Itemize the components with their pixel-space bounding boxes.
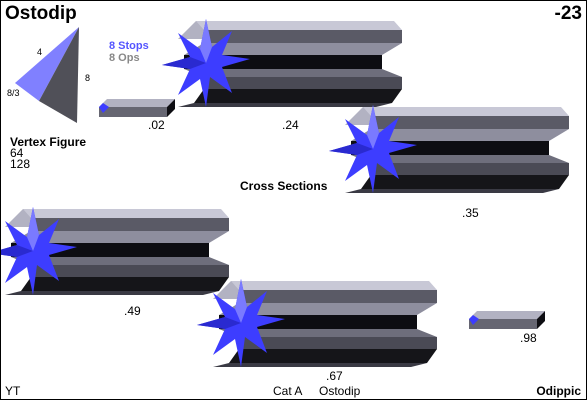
cross-section-098 xyxy=(469,311,545,329)
section-label-035: .35 xyxy=(462,206,479,220)
vertex-edge-label-left: 8/3 xyxy=(7,88,20,98)
section-label-024: .24 xyxy=(282,118,299,132)
cross-section-035 xyxy=(329,105,569,193)
footer-name: Ostodip xyxy=(319,384,361,398)
cross-sections-label: Cross Sections xyxy=(240,179,328,193)
vertex-value-2: 128 xyxy=(10,157,31,171)
vertex-edge-label-right: 8 xyxy=(85,73,91,83)
section-label-098: .98 xyxy=(520,331,537,345)
cross-section-002 xyxy=(99,99,175,117)
cross-section-067 xyxy=(197,279,437,367)
cross-section-049 xyxy=(1,207,229,295)
cross-section-024 xyxy=(162,19,402,107)
section-label-067: .67 xyxy=(326,369,343,383)
stops-count: 8 Stops xyxy=(109,40,149,52)
footer-right: Odippic xyxy=(536,384,581,398)
vertex-figure-label: Vertex Figure xyxy=(10,135,87,149)
ops-count: 8 Ops xyxy=(109,52,140,64)
vertex-figure-triangle xyxy=(15,27,79,123)
page-title: Ostodip xyxy=(5,3,77,24)
section-label-049: .49 xyxy=(124,304,141,318)
footer-category: Cat A xyxy=(273,384,303,398)
section-label-002: .02 xyxy=(148,118,165,132)
vertex-value-1: 64 xyxy=(10,146,24,160)
footer-left: YT xyxy=(5,384,21,398)
polytope-number: -23 xyxy=(554,3,582,24)
vertex-edge-label-top: 4 xyxy=(37,47,43,57)
